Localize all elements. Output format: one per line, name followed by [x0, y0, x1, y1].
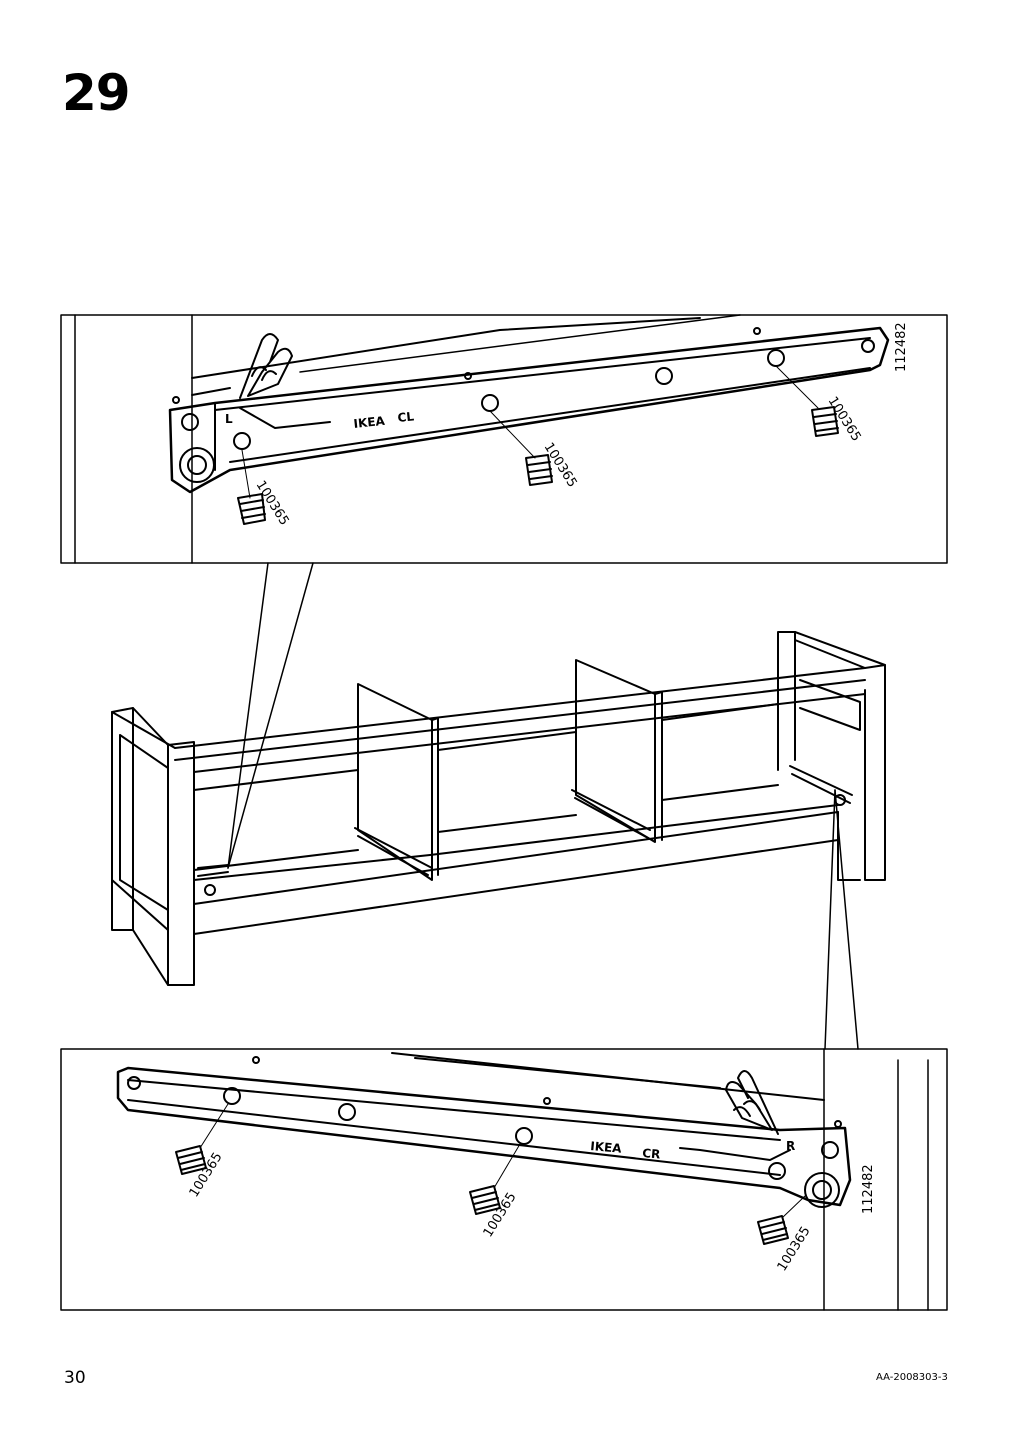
rail-code-mark: CR: [642, 1146, 661, 1162]
screw-part-number: 100365: [775, 1224, 814, 1274]
page-number: 30: [64, 1368, 86, 1388]
rail-side-mark: L: [225, 412, 233, 426]
pointing-hand-icon: [239, 333, 293, 399]
top-detail-panel: L IKEA CL 112482 100365 100365 100365: [60, 314, 948, 564]
rail-brand-mark: IKEA: [353, 414, 386, 431]
drawer-rail-left: [168, 326, 890, 494]
rail-part-number: 112482: [861, 1164, 876, 1214]
screw-part-number: 100365: [481, 1190, 520, 1240]
step-number: 29: [62, 64, 131, 122]
callout-lines-top: [227, 562, 314, 869]
rail-part-number: 112482: [894, 322, 909, 372]
drawer-rail-right: [116, 1056, 852, 1208]
screw-icon: [775, 365, 839, 437]
screw-icon: [175, 1103, 229, 1175]
screw-part-number: 100365: [825, 394, 864, 444]
rail-brand-mark: IKEA: [590, 1139, 623, 1156]
callout-lines-bottom: [824, 789, 859, 1050]
rail-side-mark: R: [786, 1139, 795, 1153]
screw-icon: [757, 1195, 806, 1245]
rail-code-mark: CL: [397, 409, 415, 425]
screw-icon: [489, 410, 553, 486]
screw-part-number: 100365: [187, 1150, 226, 1200]
pointing-hand-icon: [725, 1070, 779, 1135]
tv-bench-frame: [111, 631, 886, 986]
screw-icon: [237, 449, 266, 525]
bottom-detail-panel: R IKEA CR 112482 100365 100365 100365: [60, 1048, 948, 1311]
document-code: AA-2008303-3: [876, 1372, 948, 1383]
screw-icon: [469, 1143, 521, 1215]
